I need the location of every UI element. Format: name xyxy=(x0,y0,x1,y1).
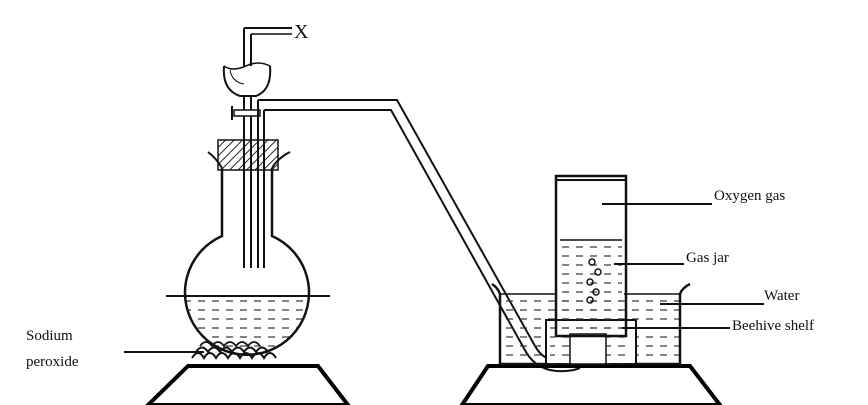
label-peroxide: peroxide xyxy=(26,354,79,370)
label-sodium: Sodium xyxy=(26,328,73,344)
label-x-leader xyxy=(243,27,292,66)
label-oxygen-gas: Oxygen gas xyxy=(714,188,785,204)
tap-funnel xyxy=(222,62,272,268)
gas-bubbles xyxy=(586,258,602,304)
label-x: X xyxy=(294,21,309,43)
left-stand xyxy=(145,364,351,405)
gas-jar xyxy=(554,174,628,338)
label-gas-jar: Gas jar xyxy=(686,250,729,266)
right-stand xyxy=(459,364,723,405)
label-leaders xyxy=(124,203,764,353)
sodium-peroxide-solid xyxy=(191,341,277,360)
label-beehive-shelf: Beehive shelf xyxy=(732,318,814,334)
rubber-stopper xyxy=(217,139,279,171)
label-water: Water xyxy=(764,288,799,304)
